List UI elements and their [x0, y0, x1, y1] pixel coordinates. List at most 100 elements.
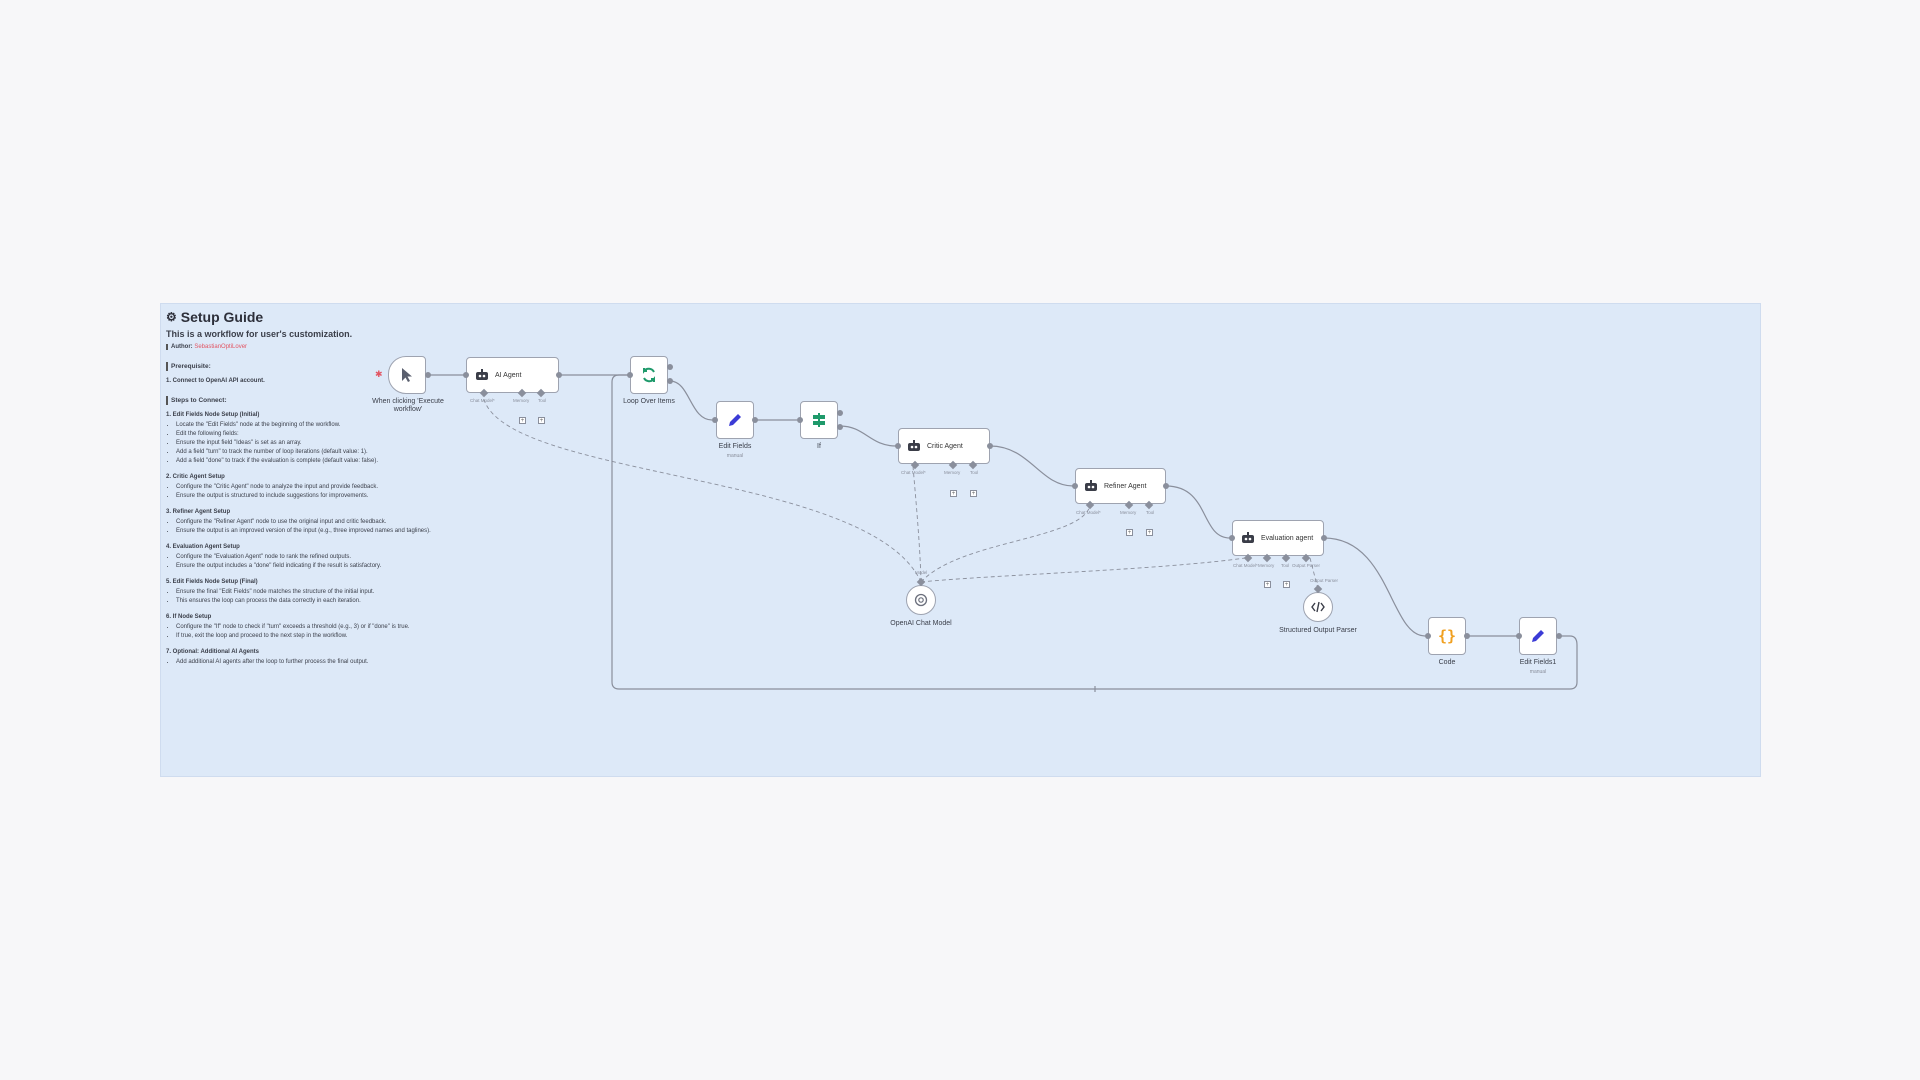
steps-heading: Steps to Connect:	[166, 396, 436, 405]
loop-input-port[interactable]	[627, 372, 633, 378]
guide-step-item: Ensure the output is an improved version…	[176, 527, 436, 536]
trigger-output-port[interactable]	[425, 372, 431, 378]
node-code[interactable]: {}	[1428, 617, 1466, 655]
signpost-icon	[813, 413, 825, 427]
guide-step-items: Configure the "Critic Agent" node to ana…	[166, 483, 436, 501]
code-output-port[interactable]	[1464, 633, 1470, 639]
guide-step-title: 5. Edit Fields Node Setup (Final)	[166, 579, 258, 585]
ai-agent-output-port[interactable]	[556, 372, 562, 378]
node-trigger[interactable]	[388, 356, 426, 394]
parser-label: Structured Output Parser	[1279, 627, 1357, 634]
if-input-port[interactable]	[797, 417, 803, 423]
guide-step-items: Locate the "Edit Fields" node at the beg…	[166, 421, 436, 466]
edit-fields-label: Edit Fields	[718, 443, 752, 450]
guide-step-items: Configure the "If" node to check if "tur…	[166, 623, 436, 641]
guide-step: 4. Evaluation Agent SetupConfigure the "…	[166, 543, 436, 571]
guide-step-title: 7. Optional: Additional AI Agents	[166, 649, 259, 655]
evaluation-memory-label: Memory	[1258, 563, 1275, 568]
ai-agent-add-tool-button[interactable]: +	[538, 417, 545, 424]
if-true-port[interactable]	[837, 410, 843, 416]
guide-step-item: Configure the "Evaluation Agent" node to…	[176, 553, 436, 562]
evaluation-input-port[interactable]	[1229, 535, 1235, 541]
evaluation-output-port[interactable]	[1321, 535, 1327, 541]
if-label: If	[817, 443, 821, 450]
critic-add-memory-button[interactable]: +	[950, 490, 957, 497]
guide-step-item: Edit the following fields:	[176, 430, 436, 439]
critic-agent-label: Critic Agent	[927, 442, 963, 450]
node-loop-over-items[interactable]	[630, 356, 668, 394]
trigger-indicator-icon: ✱	[375, 369, 383, 379]
node-ai-agent[interactable]: AI Agent	[466, 357, 559, 393]
loop-done-port[interactable]	[667, 364, 673, 370]
node-critic-agent[interactable]: Critic Agent	[898, 428, 990, 464]
guide-step-item: Locate the "Edit Fields" node at the beg…	[176, 421, 436, 430]
guide-step-item: Configure the "Critic Agent" node to ana…	[176, 483, 436, 492]
trigger-label: When clicking 'Execute workflow'	[372, 398, 444, 413]
node-structured-output-parser[interactable]	[1303, 592, 1333, 622]
guide-step-item: Add a field "done" to track if the evalu…	[176, 457, 436, 466]
node-refiner-agent[interactable]: Refiner Agent	[1075, 468, 1166, 504]
edit-fields1-input-port[interactable]	[1516, 633, 1522, 639]
ai-agent-memory-label: Memory	[513, 398, 530, 403]
ai-agent-label: AI Agent	[495, 371, 522, 379]
robot-icon	[1242, 532, 1254, 543]
guide-step-title: 2. Critic Agent Setup	[166, 474, 225, 480]
critic-add-tool-button[interactable]: +	[970, 490, 977, 497]
refresh-icon	[643, 367, 655, 383]
pencil-icon	[1532, 630, 1544, 642]
code-label: Code	[1438, 659, 1456, 666]
node-edit-fields1[interactable]	[1519, 617, 1557, 655]
gear-icon: ⚙	[166, 310, 177, 324]
evaluation-output-parser-label: Output Parser	[1292, 563, 1321, 568]
refiner-output-port[interactable]	[1163, 483, 1169, 489]
guide-step-item: Add a field "turn" to track the number o…	[176, 448, 436, 457]
guide-step: 1. Edit Fields Node Setup (Initial)Locat…	[166, 411, 436, 466]
guide-step-item: This ensures the loop can process the da…	[176, 597, 436, 606]
guide-step: 6. If Node SetupConfigure the "If" node …	[166, 613, 436, 641]
guide-step: 3. Refiner Agent SetupConfigure the "Ref…	[166, 508, 436, 536]
prereq-item: 1. Connect to OpenAI API account.	[166, 378, 265, 384]
edit-fields-input-port[interactable]	[712, 417, 718, 423]
evaluation-add-tool-button[interactable]: +	[1283, 581, 1290, 588]
ai-agent-input-port[interactable]	[463, 372, 469, 378]
edit-fields1-label: Edit Fields1	[1519, 659, 1557, 666]
guide-step-title: 6. If Node Setup	[166, 614, 212, 620]
guide-author: Author: SebastianOptiLover	[166, 343, 436, 352]
guide-title: ⚙ Setup Guide	[166, 309, 264, 325]
node-openai-chat-model[interactable]	[906, 585, 936, 615]
author-link[interactable]: SebastianOptiLover	[194, 344, 248, 350]
edit-fields-output-port[interactable]	[752, 417, 758, 423]
critic-output-port[interactable]	[987, 443, 993, 449]
edit-fields1-output-port[interactable]	[1556, 633, 1562, 639]
code-icon	[1311, 601, 1325, 613]
refiner-add-memory-button[interactable]: +	[1126, 529, 1133, 536]
if-false-port[interactable]	[837, 424, 843, 430]
guide-step-items: Add additional AI agents after the loop …	[166, 658, 436, 667]
openai-icon	[914, 593, 928, 607]
node-if[interactable]	[800, 401, 838, 439]
refiner-add-tool-button[interactable]: +	[1146, 529, 1153, 536]
node-evaluation-agent[interactable]: Evaluation agent	[1232, 520, 1324, 556]
refiner-input-port[interactable]	[1072, 483, 1078, 489]
author-label: Author:	[166, 344, 193, 350]
ai-agent-add-memory-button[interactable]: +	[519, 417, 526, 424]
loop-label: Loop Over Items	[623, 398, 675, 405]
critic-input-port[interactable]	[895, 443, 901, 449]
evaluation-agent-label: Evaluation agent	[1261, 534, 1314, 542]
refiner-agent-label: Refiner Agent	[1104, 482, 1147, 490]
parser-output-parser-label: Output Parser	[1310, 578, 1339, 583]
evaluation-add-memory-button[interactable]: +	[1264, 581, 1271, 588]
cursor-icon	[402, 368, 412, 382]
node-edit-fields[interactable]	[716, 401, 754, 439]
guide-step-item: Ensure the output is structured to inclu…	[176, 492, 436, 501]
loop-loop-port[interactable]	[667, 378, 673, 384]
edit-fields-sublabel: manual	[726, 453, 744, 459]
pencil-icon	[729, 414, 741, 426]
guide-step-items: Ensure the final "Edit Fields" node matc…	[166, 588, 436, 606]
guide-step-title: 4. Evaluation Agent Setup	[166, 544, 240, 550]
guide-step-item: Ensure the output includes a "done" fiel…	[176, 562, 436, 571]
guide-intro: This is a workflow for user's customizat…	[166, 329, 353, 339]
openai-label: OpenAI Chat Model	[890, 620, 952, 627]
code-input-port[interactable]	[1425, 633, 1431, 639]
